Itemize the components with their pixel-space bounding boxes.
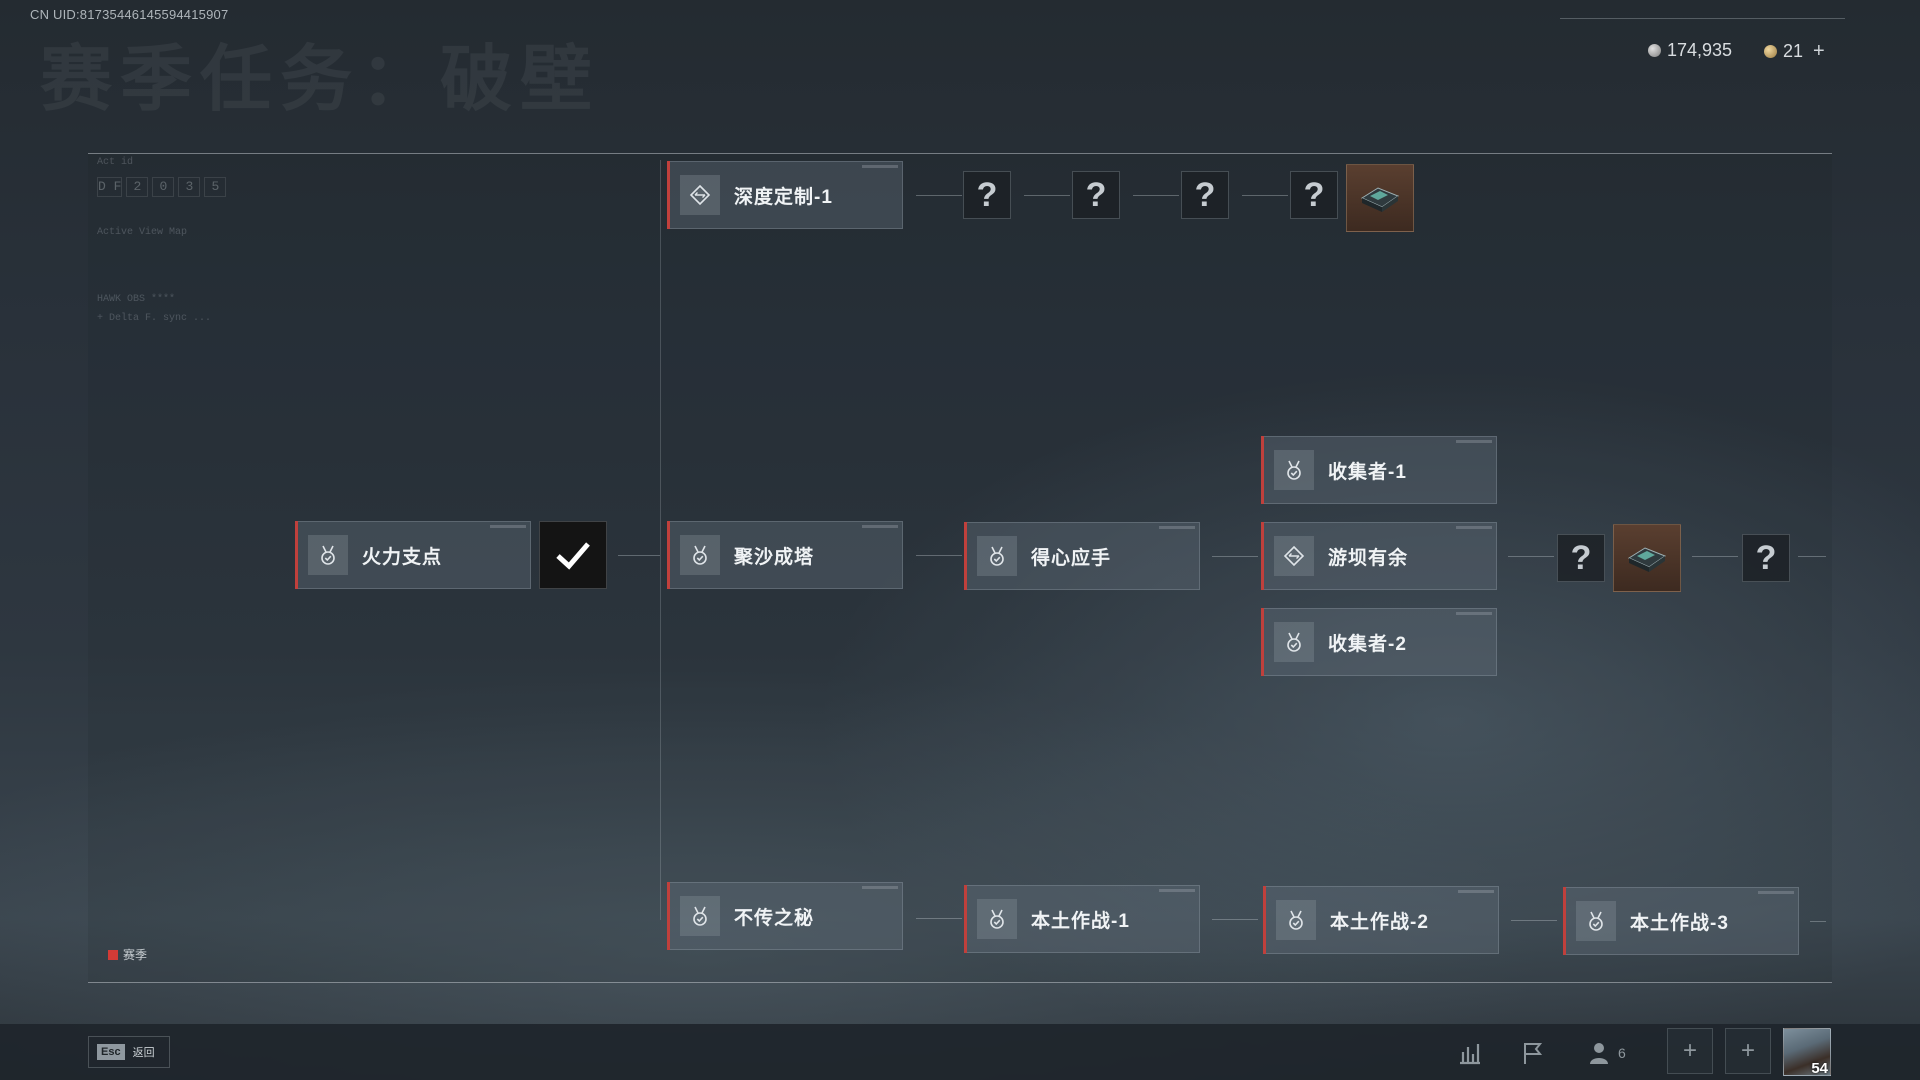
task-node-label: 本土作战-3 xyxy=(1630,912,1729,934)
task-node-label: 深度定制-1 xyxy=(734,186,833,208)
friends-button[interactable]: 6 xyxy=(1588,1038,1644,1068)
unknown-reward[interactable]: ? xyxy=(1072,171,1120,219)
chip-reward[interactable] xyxy=(1613,524,1681,592)
connector-line xyxy=(1511,920,1557,921)
unknown-reward[interactable]: ? xyxy=(1181,171,1229,219)
task-node-local-ops-1[interactable]: 本土作战-1 xyxy=(964,885,1200,953)
active-view-map-text: Active View Map xyxy=(97,227,188,238)
task-node-handy[interactable]: 得心应手 xyxy=(964,522,1200,590)
connector-line xyxy=(1798,556,1826,557)
df-char: 2 xyxy=(126,177,149,197)
medal-icon xyxy=(688,543,712,567)
df-code: D F 2 0 3 5 xyxy=(97,177,227,197)
friends-count: 6 xyxy=(1618,1045,1626,1061)
task-node-sand-tower[interactable]: 聚沙成塔 xyxy=(667,521,903,589)
connector-line xyxy=(1242,195,1288,196)
hawk-text: HAWK OBS **** xyxy=(97,294,176,305)
task-node-label: 游坝有余 xyxy=(1328,547,1409,569)
task-tree-panel xyxy=(88,153,1832,983)
task-node-label: 火力支点 xyxy=(362,546,443,568)
legend: 赛季 xyxy=(108,946,147,963)
task-node-local-ops-2[interactable]: 本土作战-2 xyxy=(1263,886,1499,954)
diamond-arrows-icon xyxy=(688,183,712,207)
unknown-reward[interactable]: ? xyxy=(1742,534,1790,582)
page-title: 赛季任务：破壁 xyxy=(40,37,601,121)
player-avatar[interactable]: 54 xyxy=(1783,1028,1831,1077)
connector-line xyxy=(916,918,962,919)
gold-currency[interactable]: 21 + xyxy=(1764,40,1825,63)
unknown-reward[interactable]: ? xyxy=(1557,534,1605,582)
task-node-label: 收集者-2 xyxy=(1328,633,1407,655)
df-char: 3 xyxy=(178,177,201,197)
diamond-arrows-icon xyxy=(1282,544,1306,568)
friends-icon xyxy=(1590,1043,1608,1064)
medal-icon xyxy=(1584,909,1608,933)
task-node-label: 不传之秘 xyxy=(734,907,815,929)
act-id-text: Act id xyxy=(97,157,134,168)
df-char: 5 xyxy=(204,177,227,197)
connector-line xyxy=(1692,556,1738,557)
task-node-firepower[interactable]: 火力支点 xyxy=(295,521,531,589)
chip-item-icon xyxy=(1356,174,1404,222)
gold-amount: 21 xyxy=(1783,41,1804,61)
unknown-reward[interactable]: ? xyxy=(963,171,1011,219)
medal-icon xyxy=(316,543,340,567)
back-label: 返回 xyxy=(132,1047,155,1059)
player-level: 54 xyxy=(1811,1060,1828,1077)
bar-chart-icon xyxy=(1460,1044,1480,1065)
task-node-collector-1[interactable]: 收集者-1 xyxy=(1261,436,1497,504)
gold-coin-icon xyxy=(1764,45,1777,58)
unknown-reward[interactable]: ? xyxy=(1290,171,1338,219)
task-node-label: 聚沙成塔 xyxy=(734,546,815,568)
medal-icon xyxy=(985,544,1009,568)
connector-line xyxy=(916,555,962,556)
task-node-label: 本土作战-2 xyxy=(1330,911,1429,933)
connector-line xyxy=(1810,921,1826,922)
task-node-secret[interactable]: 不传之秘 xyxy=(667,882,903,950)
legend-label: 赛季 xyxy=(123,948,148,962)
task-node-label: 得心应手 xyxy=(1031,547,1112,569)
medal-icon xyxy=(1282,458,1306,482)
medal-icon xyxy=(1282,630,1306,654)
task-node-swim-dam[interactable]: 游坝有余 xyxy=(1261,522,1497,590)
connector-line xyxy=(1508,556,1554,557)
delta-text: + Delta F. sync ... xyxy=(97,313,212,324)
chip-item-icon xyxy=(1623,534,1671,582)
add-slot-button[interactable]: + xyxy=(1725,1028,1771,1074)
task-node-label: 本土作战-1 xyxy=(1031,910,1130,932)
add-gold-icon[interactable]: + xyxy=(1813,40,1825,62)
task-node-local-ops-3[interactable]: 本土作战-3 xyxy=(1563,887,1799,955)
connector-line xyxy=(1212,556,1258,557)
back-button[interactable]: Esc 返回 xyxy=(88,1036,170,1068)
chip-reward[interactable] xyxy=(1346,164,1414,232)
task-node-deep-custom-1[interactable]: 深度定制-1 xyxy=(667,161,903,229)
add-slot-button[interactable]: + xyxy=(1667,1028,1713,1074)
medal-icon xyxy=(985,907,1009,931)
completed-reward[interactable] xyxy=(539,521,607,589)
df-char: D F xyxy=(97,177,123,197)
task-node-label: 收集者-1 xyxy=(1328,461,1407,483)
uid-text: CN UID:81735446145594415907 xyxy=(30,7,229,22)
medal-icon xyxy=(1284,908,1308,932)
esc-key: Esc xyxy=(97,1044,125,1060)
connector-line xyxy=(1133,195,1179,196)
top-right-line xyxy=(1560,18,1845,19)
medal-icon xyxy=(688,904,712,928)
connector-line xyxy=(916,195,962,196)
connector-line xyxy=(618,555,660,556)
connector-line xyxy=(1212,919,1258,920)
flag-icon xyxy=(1524,1043,1543,1064)
df-char: 0 xyxy=(152,177,175,197)
task-node-collector-2[interactable]: 收集者-2 xyxy=(1261,608,1497,676)
tree-trunk-line xyxy=(660,160,661,920)
checkmark-icon xyxy=(556,542,590,570)
stats-button[interactable] xyxy=(1455,1038,1485,1068)
legend-swatch xyxy=(108,949,118,960)
silver-coin-icon xyxy=(1648,44,1661,57)
silver-amount: 174,935 xyxy=(1667,40,1733,60)
connector-line xyxy=(1024,195,1070,196)
flag-button[interactable] xyxy=(1518,1038,1548,1068)
silver-currency: 174,935 xyxy=(1648,40,1732,61)
